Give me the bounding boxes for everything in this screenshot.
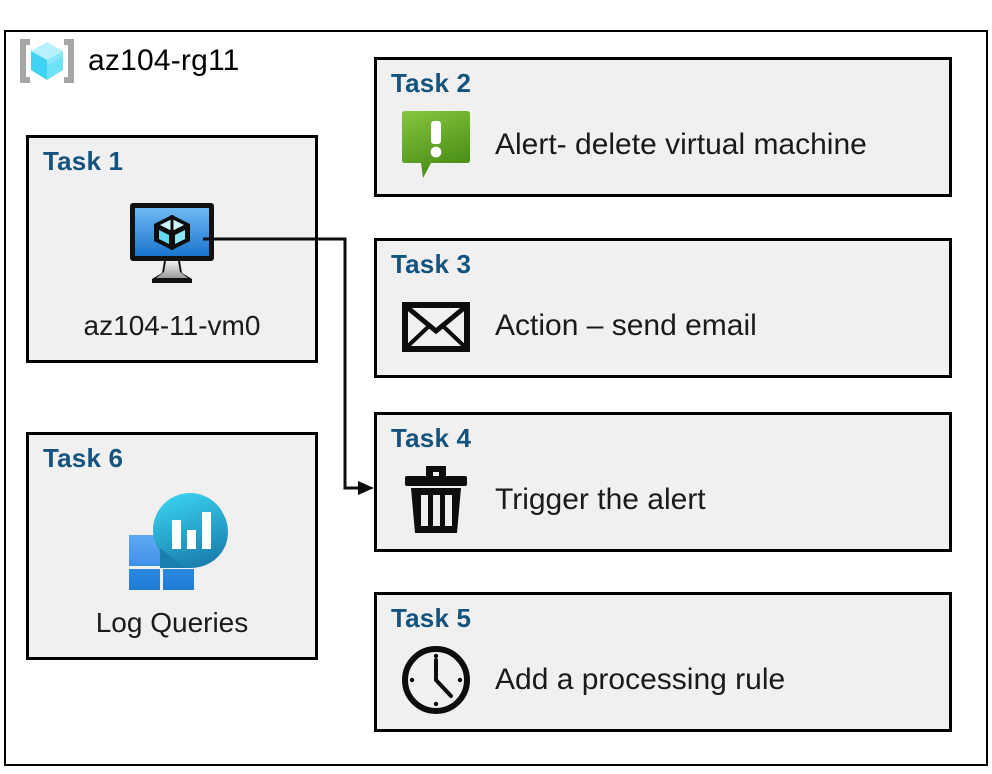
card-task-4[interactable]: Task 4 Trigger the alert [374, 412, 952, 552]
card-title-task-3: Task 3 [391, 249, 472, 279]
card-title-task-4: Task 4 [391, 423, 472, 453]
resource-group-container: az104-rg11 [4, 30, 988, 766]
card-task-1[interactable]: Task 1 [26, 135, 318, 363]
trash-can-icon [399, 463, 473, 537]
card-title-task-5: Task 5 [391, 603, 472, 633]
card-title-task-1: Task 1 [43, 146, 124, 176]
resource-group-name: az104-rg11 [88, 44, 240, 77]
virtual-machine-icon [29, 190, 315, 295]
card-title-task-6: Task 6 [43, 443, 124, 473]
card-text-task-5: Add a processing rule [495, 663, 786, 696]
card-text-task-4: Trigger the alert [495, 483, 706, 516]
card-task-3[interactable]: Task 3 Action – send email [374, 238, 952, 378]
card-task-5[interactable]: Task 5 Add a processing rule [374, 592, 952, 732]
card-text-task-3: Action – send email [495, 309, 757, 342]
card-task-6[interactable]: Task 6 [26, 432, 318, 660]
azure-resource-group-icon [20, 39, 74, 83]
log-queries-icon [29, 487, 315, 592]
card-task-2[interactable]: Task 2 Alert- delete virtual machine [374, 57, 952, 197]
card-title-task-2: Task 2 [391, 68, 472, 98]
clock-icon [399, 643, 473, 717]
card-text-task-2: Alert- delete virtual machine [495, 128, 867, 161]
envelope-icon [399, 289, 473, 363]
resource-group-label: az104-rg11 [16, 32, 248, 90]
card-caption-task-6: Log Queries [95, 607, 249, 638]
card-caption-task-1: az104-11-vm0 [83, 310, 261, 341]
alert-bubble-icon [399, 108, 473, 182]
